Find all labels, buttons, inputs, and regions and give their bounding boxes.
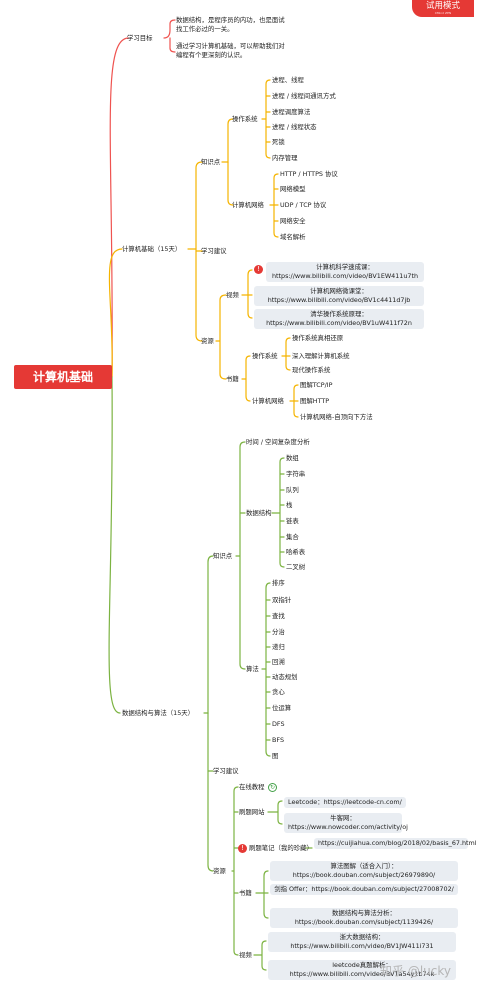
- ds-algo-item[interactable]: 动态规划: [272, 673, 298, 681]
- zhihu-watermark: 知乎 @lucky: [380, 964, 451, 978]
- ds-notes-link[interactable]: https://cuijiahua.com/blog/2018/02/basis…: [314, 838, 477, 849]
- ds-notes-node[interactable]: 刷题笔记（我的珍藏）: [249, 844, 313, 852]
- ds-videos-node[interactable]: 视频: [239, 951, 252, 959]
- root-node[interactable]: 计算机基础: [14, 365, 112, 389]
- ds-book-item[interactable]: 剑指 Offer：https://book.douban.com/subject…: [270, 884, 458, 895]
- ds-struct-item[interactable]: 链表: [286, 517, 299, 525]
- ds-algo-item[interactable]: 图: [272, 752, 279, 760]
- ds-complexity-node[interactable]: 时间 / 空间复杂度分析: [246, 438, 310, 446]
- ds-algo-item[interactable]: 回溯: [272, 658, 285, 666]
- cs-books-net-item[interactable]: 图解HTTP: [300, 397, 330, 405]
- ds-online-node[interactable]: 在线教程: [239, 783, 265, 791]
- ds-practice-item[interactable]: 牛客网：https://www.nowcoder.com/activity/oj: [284, 813, 408, 833]
- ds-algo-item[interactable]: 排序: [272, 579, 285, 587]
- cs-books-os-node[interactable]: 操作系统: [252, 352, 278, 360]
- ds-algo-item[interactable]: 查找: [272, 612, 285, 620]
- cs-video-item[interactable]: 清华操作系统原理：https://www.bilibili.com/video/…: [254, 309, 424, 329]
- cs-net-node[interactable]: 计算机网络: [232, 201, 264, 209]
- cs-os-item[interactable]: 死锁: [272, 138, 285, 146]
- ds-algo-node[interactable]: 算法: [246, 665, 259, 673]
- ds-resources-node[interactable]: 资源: [213, 867, 226, 875]
- ds-struct-item[interactable]: 栈: [286, 501, 293, 509]
- ds-practice-item[interactable]: Leetcode：https://leetcode-cn.com/: [284, 797, 406, 808]
- cs-branch-node[interactable]: 计算机基础（15天）: [122, 245, 182, 253]
- ds-knowledge-node[interactable]: 知识点: [213, 552, 233, 560]
- trial-mode-badge[interactable]: 试用模式 XMind ZEN: [412, 0, 474, 17]
- ds-video-item[interactable]: leetcode真题解析：https://www.bilibili.com/vi…: [268, 960, 456, 980]
- cs-os-item[interactable]: 内存管理: [272, 154, 298, 162]
- ds-struct-item[interactable]: 数组: [286, 454, 299, 462]
- cs-os-item[interactable]: 进程、线程: [272, 76, 304, 84]
- ds-practice-node[interactable]: 刷题网站: [239, 808, 265, 816]
- cs-books-os-item[interactable]: 现代操作系统: [292, 366, 331, 374]
- cs-net-item[interactable]: HTTP / HTTPS 协议: [280, 170, 338, 178]
- ds-algo-item[interactable]: BFS: [272, 736, 285, 744]
- ds-structs-node[interactable]: 数据结构: [246, 509, 272, 517]
- ds-book-item[interactable]: 数据结构与算法分析：https://book.douban.com/subjec…: [270, 908, 458, 928]
- ds-struct-item[interactable]: 二叉树: [286, 563, 306, 571]
- goal-item-2[interactable]: 通过学习计算机基础，可以帮助我们对编程有个更深刻的认识。: [176, 42, 285, 59]
- cs-os-node[interactable]: 操作系统: [232, 115, 258, 123]
- ds-algo-item[interactable]: DFS: [272, 720, 285, 728]
- cs-net-item[interactable]: UDP / TCP 协议: [280, 201, 327, 209]
- cs-video-item[interactable]: 计算机科学速成课：https://www.bilibili.com/video/…: [266, 262, 424, 282]
- trial-mode-label: 试用模式: [425, 1, 460, 11]
- alert-icon: !: [254, 265, 263, 274]
- ds-struct-item[interactable]: 字符串: [286, 470, 306, 478]
- ds-algo-item[interactable]: 双指针: [272, 596, 292, 604]
- ds-advice-node[interactable]: 学习建议: [213, 767, 239, 775]
- ds-struct-item[interactable]: 哈希表: [286, 548, 306, 556]
- cs-knowledge-node[interactable]: 知识点: [201, 158, 221, 166]
- ds-books-node[interactable]: 书籍: [239, 889, 252, 897]
- cs-resources-node[interactable]: 资源: [201, 337, 214, 345]
- alert-icon: !: [238, 844, 247, 853]
- ds-video-item[interactable]: 浙大数据结构：https://www.bilibili.com/video/BV…: [268, 932, 456, 952]
- cs-video-item[interactable]: 计算机网络微课堂：https://www.bilibili.com/video/…: [254, 286, 424, 306]
- cs-os-item[interactable]: 进程调度算法: [272, 108, 311, 116]
- cs-net-item[interactable]: 域名解析: [280, 233, 306, 241]
- cs-advice-node[interactable]: 学习建议: [201, 247, 227, 255]
- ds-branch-node[interactable]: 数据结构与算法（15天）: [122, 709, 195, 717]
- cs-os-item[interactable]: 进程 / 线程间通讯方式: [272, 92, 336, 100]
- ds-algo-item[interactable]: 分治: [272, 628, 285, 636]
- ds-book-item[interactable]: 算法图解（适合入门）：https://book.douban.com/subje…: [270, 861, 458, 881]
- cs-books-node[interactable]: 书籍: [226, 375, 239, 383]
- cs-video-node[interactable]: 视频: [226, 291, 239, 299]
- goal-item-1[interactable]: 数据结构，是程序员的内功，也是面试找工作必过的一关。: [176, 16, 285, 33]
- trial-mode-sublabel: XMind ZEN: [434, 11, 452, 15]
- ds-algo-item[interactable]: 递归: [272, 643, 285, 651]
- cs-books-os-item[interactable]: 操作系统真相还原: [292, 334, 344, 342]
- ds-struct-item[interactable]: 队列: [286, 486, 299, 494]
- link-icon[interactable]: ↻: [268, 783, 277, 792]
- cs-books-net-item[interactable]: 计算机网络-自顶向下方法: [300, 413, 373, 421]
- ds-algo-item[interactable]: 位运算: [272, 704, 292, 712]
- cs-net-item[interactable]: 网络模型: [280, 185, 306, 193]
- cs-os-item[interactable]: 进程 / 线程状态: [272, 123, 317, 131]
- cs-books-net-node[interactable]: 计算机网络: [252, 397, 284, 405]
- ds-algo-item[interactable]: 贪心: [272, 688, 285, 696]
- ds-struct-item[interactable]: 集合: [286, 533, 299, 541]
- goal-node[interactable]: 学习目标: [127, 34, 153, 42]
- cs-books-net-item[interactable]: 图解TCP/IP: [300, 381, 333, 389]
- cs-books-os-item[interactable]: 深入理解计算机系统: [292, 352, 350, 360]
- cs-net-item[interactable]: 网络安全: [280, 217, 306, 225]
